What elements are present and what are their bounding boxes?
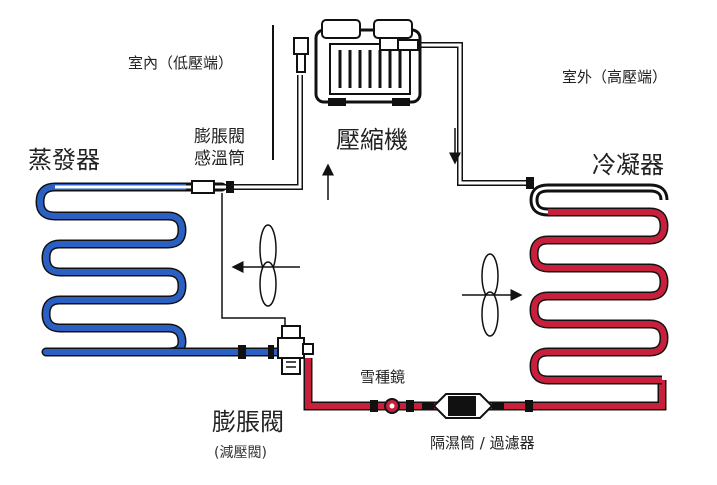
sensing-bulb-label-line2: 感溫筒 [194,149,245,169]
sensing-bulb [191,180,215,194]
outdoor-label: 室外（高壓端） [562,68,668,86]
compressor [293,19,422,106]
condenser-fan-icon [462,253,523,337]
sight-glass [370,398,414,414]
capillary-tube [221,193,286,328]
sight-glass-label: 雪種鏡 [360,368,406,386]
compressor-label: 壓縮機 [336,126,408,154]
sensing-bulb-label-line1: 膨脹閥 [194,127,245,147]
discharge-line [420,42,534,189]
evaporator-coil [35,182,227,357]
evaporator-fan-icon [231,224,300,307]
filter-drier [422,393,533,419]
expansion-valve-note: (減壓閥) [214,445,267,461]
filter-drier-label: 隔濕筒 / 過濾器 [430,434,535,452]
expansion-valve-label: 膨脹閥 [212,408,284,436]
expansion-valve [277,325,314,375]
evaporator-inlet-line [46,345,285,359]
condenser-coil [529,183,669,385]
evaporator-label: 蒸發器 [28,146,100,174]
suction-line [186,75,303,190]
condenser-label: 冷凝器 [592,151,664,179]
indoor-label: 室內（低壓端） [128,54,234,72]
suction-fitting [226,181,234,193]
